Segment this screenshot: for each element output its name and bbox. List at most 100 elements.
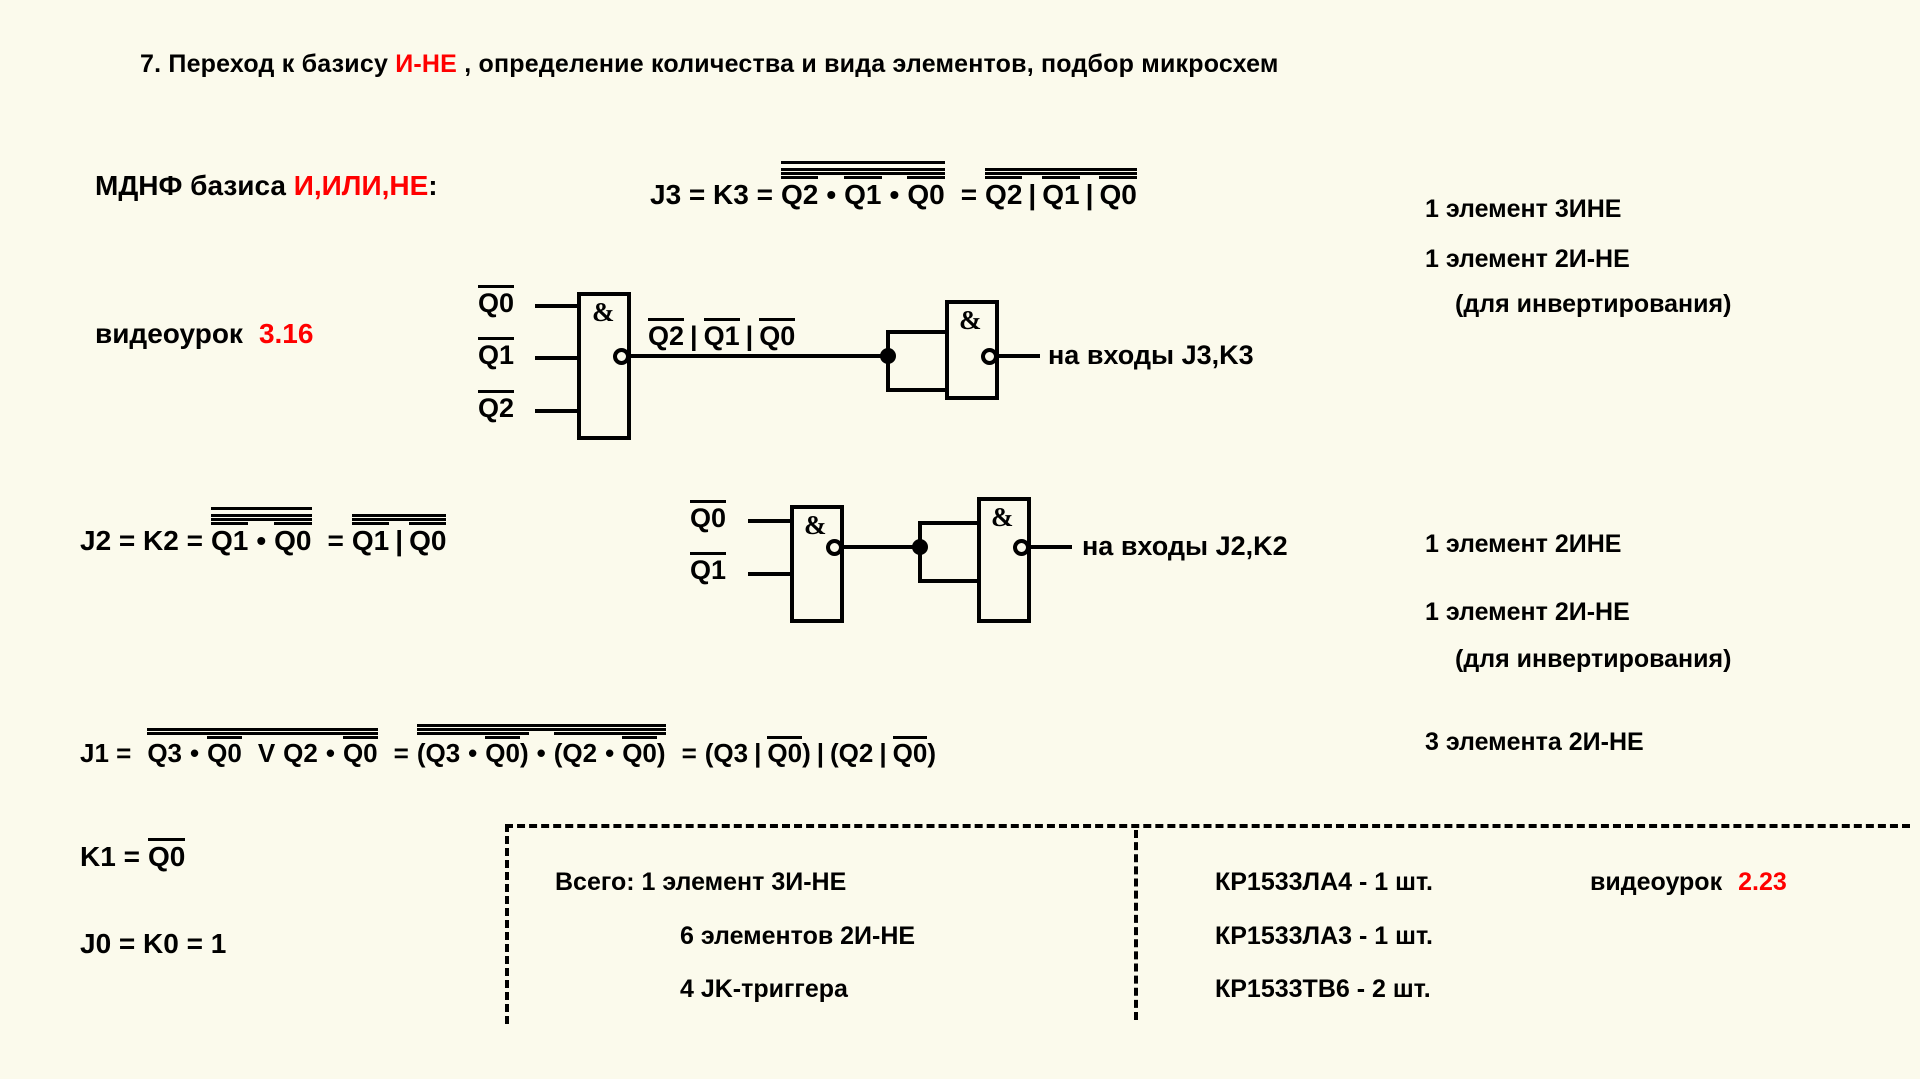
formula-j2-term1: Q1	[210, 522, 249, 555]
formula-j1-p1b: Q0	[207, 736, 242, 768]
circuit1-gate2-symbol: &	[959, 305, 982, 335]
circuit2-gate2-output-bubble	[1013, 539, 1030, 556]
summary-total-line-2: 6 элементов 2И-НЕ	[680, 922, 916, 950]
videolesson-223: видеоурок 2.23	[1590, 868, 1787, 897]
circuit2-gate1-output-bubble	[826, 539, 843, 556]
formula-j1-mid-dot: •	[536, 738, 546, 768]
page-title-suffix: , определение количества и вида элементо…	[457, 50, 1279, 78]
summary-total-line-3: 4 JK-триггера	[680, 975, 848, 1003]
formula-k1-term: Q0	[147, 838, 186, 871]
videolesson-316-number: 3.16	[258, 318, 314, 349]
circuit-diagram-j3k3: Q0 Q1 Q2 & Q2|Q1|Q0 & на входы J3,K3	[0, 0, 1400, 450]
formula-j3-k3: J3 = K3 =Q2•Q1•Q0=Q2|Q1|Q0	[650, 160, 1137, 210]
circuit1-input-wire-0	[535, 304, 577, 308]
circuit2-gate1-symbol: &	[804, 510, 827, 540]
circuit2-input-label-1: Q1	[690, 552, 727, 586]
circuit1-input-wire-1	[535, 356, 577, 360]
circuit1-input-label-0: Q0	[478, 285, 515, 319]
circuit1-gate1-output-bubble	[613, 348, 630, 365]
summary-chip-line-2: КР1533ЛА3 - 1 шт.	[1215, 922, 1433, 950]
formula-j1-g2: (Q2•Q0)	[553, 732, 666, 767]
mdnf-label-prefix: МДНФ базиса	[95, 170, 294, 201]
circuit1-gate1-body	[577, 292, 631, 440]
summary-chip-line-3: КР1533ТВ6 - 2 шт.	[1215, 975, 1431, 1003]
circuit1-tie-bottom	[886, 388, 948, 392]
formula-k1: K1 =Q0	[80, 838, 186, 872]
summary-box-divider	[1134, 830, 1138, 1020]
formula-j3-term3: Q0	[907, 176, 945, 209]
mdnf-label-suffix: :	[428, 170, 438, 201]
formula-j3-term2: Q1	[844, 176, 882, 209]
note-j3-line-2: 1 элемент 2И-НЕ	[1425, 245, 1630, 273]
circuit2-gate1-body	[790, 505, 844, 623]
formula-j1-prod-group: (Q3•Q0)•(Q2•Q0)	[416, 723, 666, 768]
mdnf-label-accent: И,ИЛИ,НЕ	[293, 170, 429, 201]
circuit1-gate1-symbol: &	[592, 297, 615, 327]
formula-j3-eq: =	[960, 179, 978, 210]
formula-j2-eq: =	[327, 525, 344, 556]
circuit2-input-label-0: Q0	[690, 500, 727, 534]
circuit2-output-wire	[1030, 545, 1072, 549]
circuit2-input-wire-0	[748, 519, 790, 523]
formula-j3-product-group: Q2•Q1•Q0	[780, 160, 945, 210]
summary-chip-line-1: КР1533ЛА4 - 1 шт.	[1215, 868, 1433, 896]
formula-j2-nand-bar1: |	[395, 525, 404, 556]
formula-j3-nand-t1: Q2	[985, 176, 1023, 209]
formula-j1-eq1: =	[393, 738, 409, 768]
formula-j2-product-group: Q1•Q0	[210, 506, 312, 556]
page-title-prefix: 7. Переход к базису	[140, 50, 396, 78]
formula-j3-nand-t3: Q0	[1099, 176, 1137, 209]
formula-k1-lhs: K1 =	[80, 841, 140, 872]
formula-j2-k2: J2 = K2 =Q1•Q0=Q1|Q0	[80, 506, 447, 556]
circuit1-input-label-1: Q1	[478, 337, 515, 371]
circuit2-gate2-symbol: &	[991, 502, 1014, 532]
formula-j1-eq2: =	[681, 738, 697, 768]
videolesson-316-label: видеоурок	[95, 318, 243, 349]
formula-j1-g1: (Q3•Q0)	[416, 732, 529, 767]
formula-j3-term1: Q2	[780, 176, 819, 209]
circuit2-tie-vertical	[918, 521, 922, 583]
videolesson-316: видеоурок 3.16	[95, 320, 313, 348]
circuit1-output-wire	[998, 354, 1040, 358]
formula-j2-dot1: •	[256, 525, 267, 556]
formula-j3-lhs: J3 = K3 =	[650, 179, 773, 210]
videolesson-223-number: 2.23	[1738, 868, 1787, 896]
formula-j1-nand-group: (Q3|Q0)|(Q2|Q0)	[704, 736, 936, 768]
videolesson-223-label: видеоурок	[1590, 868, 1723, 896]
circuit1-gate2-output-bubble	[981, 348, 998, 365]
circuit1-tie-vertical	[886, 330, 890, 392]
formula-j2-nand-t2: Q0	[409, 522, 447, 555]
page-title-accent: И-НЕ	[395, 50, 458, 78]
formula-j3-nand-t2: Q1	[1042, 176, 1080, 209]
formula-j3-dot1: •	[826, 179, 837, 210]
formula-j2-term2: Q0	[274, 522, 312, 555]
circuit2-tie-bottom	[918, 579, 980, 583]
mdnf-basis-label: МДНФ базиса И,ИЛИ,НЕ:	[95, 172, 438, 200]
formula-j2-nand-group: Q1|Q0	[351, 513, 447, 556]
formula-j0: J0 = K0 = 1	[80, 928, 227, 959]
formula-j3-nand-group: Q2|Q1|Q0	[985, 167, 1137, 210]
formula-j1-p1dot: •	[190, 738, 200, 768]
note-j3-line-1: 1 элемент 3ИНЕ	[1425, 195, 1622, 223]
note-j2-line-1: 1 элемент 2ИНЕ	[1425, 530, 1622, 558]
note-j2-line-3: (для инвертирования)	[1455, 645, 1732, 673]
formula-j2-lhs: J2 = K2 =	[80, 525, 203, 556]
circuit1-gate2-body	[945, 300, 999, 400]
summary-total-line-1: Всего: 1 элемент 3И-НЕ	[555, 868, 847, 896]
formula-j1-p2b: Q0	[342, 736, 378, 768]
circuit2-tie-top	[918, 521, 980, 525]
circuit1-input-wire-2	[535, 409, 577, 413]
circuit-diagram-j2k2: Q0 Q1 & & на входы J2,K2	[0, 0, 1400, 700]
note-j1-line-1: 3 элемента 2И-НЕ	[1425, 728, 1644, 756]
formula-j1-or: V	[257, 738, 276, 768]
formula-j3-dot2: •	[889, 179, 900, 210]
formula-j3-nand-bar2: |	[1085, 179, 1094, 210]
circuit1-output-label: на входы J3,K3	[1048, 340, 1254, 370]
formula-j1-p2a: Q2	[283, 738, 318, 768]
circuit2-output-label: на входы J2,K2	[1082, 531, 1288, 561]
circuit1-input-label-2: Q2	[478, 390, 515, 424]
formula-j1-p1a: Q3	[147, 738, 183, 768]
circuit1-mid-wire	[630, 354, 888, 358]
